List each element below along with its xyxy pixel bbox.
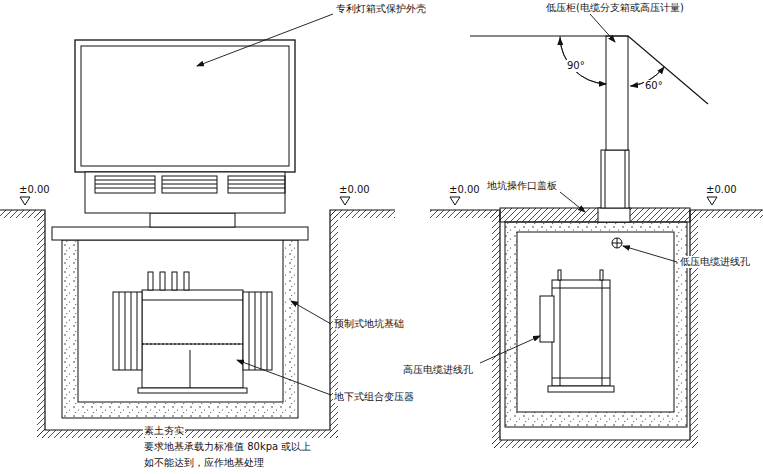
part-label: 地下式组合变压器 (333, 391, 415, 403)
elevation-mark: ±0.00 (18, 184, 51, 196)
elevation-mark: ±0.00 (705, 184, 738, 196)
elevation-mark: ±0.00 (338, 184, 371, 196)
note-text: 要求地基承载力标准值 80kpa 或以上 (143, 441, 312, 453)
angle-label: 60° (644, 80, 664, 92)
part-label: 专利灯箱式保护外壳 (335, 3, 427, 15)
part-label: 低压柜(电缆分支箱或高压计量) (545, 2, 685, 14)
note-text: 素土夯实 (143, 425, 185, 437)
part-label: 预制式地坑基础 (333, 318, 405, 330)
part-label: 低压电缆进线孔 (679, 256, 751, 268)
part-label: 地坑操作口盖板 (486, 180, 558, 192)
note-text: 如不能达到，应作地基处理 (143, 457, 265, 469)
elevation-mark: ±0.00 (448, 184, 481, 196)
part-label: 高压电缆进线孔 (402, 364, 474, 376)
angle-label: 90° (566, 60, 586, 72)
